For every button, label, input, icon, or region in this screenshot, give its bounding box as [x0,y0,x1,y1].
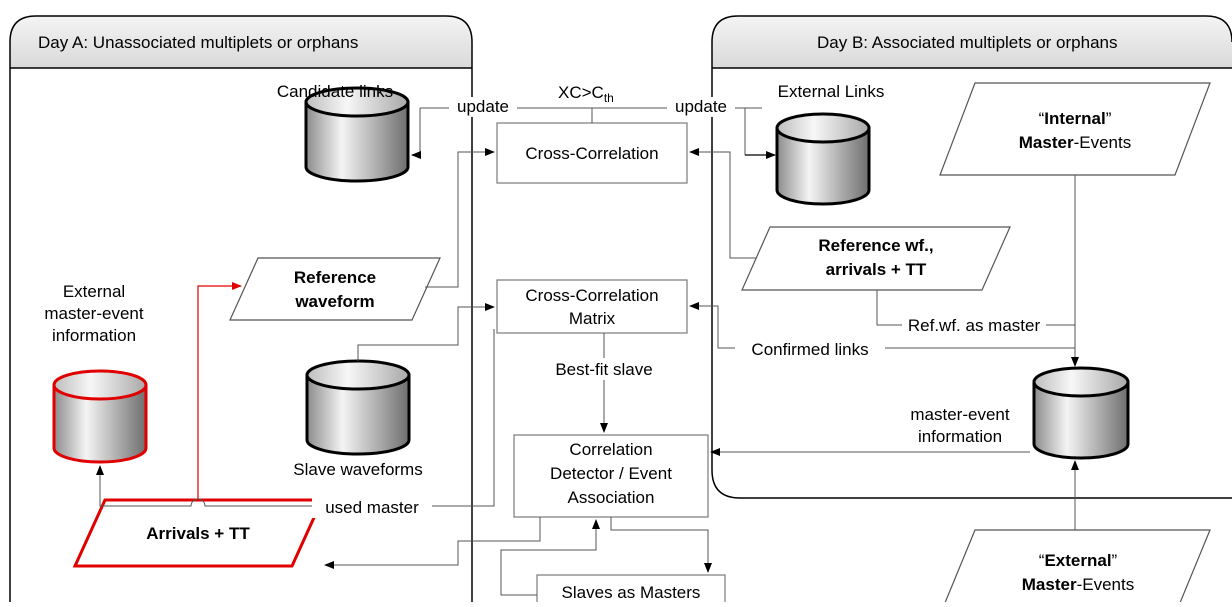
external-master-label-3: information [52,326,136,345]
best-fit-slave-label: Best-fit slave [555,360,652,379]
external-links-database [775,112,871,206]
used-master-label: used master [325,498,419,517]
day-a-panel: Day A: Unassociated multiplets or orphan… [9,15,473,602]
external-master-label-2: master-event [44,304,143,323]
internal-master-label-2: Master-Events [1019,133,1131,152]
detector-label-2: Detector / Event [550,464,672,483]
correlation-detector-box: Correlation Detector / Event Association [513,434,709,518]
confirmed-links-label: Confirmed links [751,340,868,359]
reference-label-2: waveform [294,292,374,311]
external-master-events-io: “External” Master-Events [942,529,1211,607]
internal-master-events-io: “Internal” Master-Events [939,82,1211,176]
reference-label-1: Reference [294,268,376,287]
ref-as-master-label: Ref.wf. as master [908,316,1041,335]
internal-master-label-1: “Internal” [1039,109,1112,128]
edge-labels: XC>Cth update update Best-fit slave used… [312,80,1046,518]
xc-threshold-label: XC>Cth [558,83,614,105]
detector-label-3: Association [568,488,655,507]
detector-label-1: Correlation [569,440,652,459]
reference-waveform-io: Reference waveform [229,257,441,321]
external-links-label: External Links [778,82,885,101]
arrivals-tt-io: Arrivals + TT [72,498,325,568]
candidate-links-label: Candidate links [277,82,393,101]
ccm-label-2: Matrix [569,309,616,328]
cross-correlation-label: Cross-Correlation [525,144,658,163]
cross-correlation-matrix-box: Cross-Correlation Matrix [496,279,688,334]
day-b-panel: Day B: Associated multiplets or orphans [711,15,1232,499]
slaves-as-masters-box: Slaves as Masters [536,574,726,607]
cross-correlation-box: Cross-Correlation [496,122,688,184]
slave-waveforms-database [305,359,411,456]
day-b-title: Day B: Associated multiplets or orphans [817,33,1117,52]
ccm-label-1: Cross-Correlation [525,286,658,305]
ref-wf-label-1: Reference wf., [818,236,933,255]
slave-waveforms-label: Slave waveforms [293,460,422,479]
external-master-label-1: External [63,282,125,301]
external-master-label-b: Master-Events [1022,575,1134,594]
master-info-label-1: master-event [910,405,1009,424]
update-left-label: update [457,97,509,116]
arrivals-label: Arrivals + TT [146,524,250,543]
candidate-links-database [304,86,410,183]
ref-wf-label-2: arrivals + TT [826,260,927,279]
external-master-info-database [52,369,148,464]
update-right-label: update [675,97,727,116]
slaves-as-masters-label: Slaves as Masters [562,583,701,602]
master-info-label-2: information [918,427,1002,446]
master-event-info-database [1032,366,1130,460]
external-master-label-a: “External” [1039,551,1118,570]
reference-wf-arrivals-io: Reference wf., arrivals + TT [741,226,1011,291]
day-a-title: Day A: Unassociated multiplets or orphan… [38,33,358,52]
connectors [96,107,1079,596]
